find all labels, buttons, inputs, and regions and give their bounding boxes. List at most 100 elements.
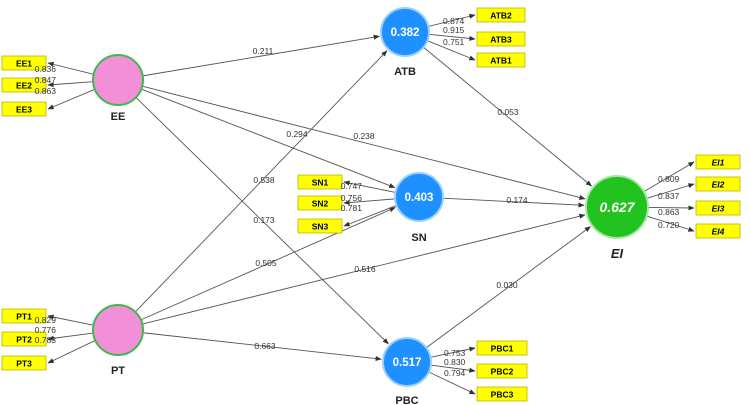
loading-arrow-ei1 bbox=[643, 161, 695, 193]
construct-r2-pbc: 0.517 bbox=[393, 357, 422, 369]
path-coef-ee-to-sn: 0.294 bbox=[286, 129, 308, 139]
loading-value-pt1: 0.829 bbox=[35, 315, 57, 325]
loading-value-pt3: 0.783 bbox=[35, 335, 57, 345]
loading-value-ee3: 0.863 bbox=[35, 86, 57, 96]
indicator-box-ei2[interactable] bbox=[695, 176, 741, 192]
indicator-box-pbc3[interactable] bbox=[476, 386, 528, 402]
indicator-box-pt3[interactable] bbox=[1, 355, 47, 371]
indicator-box-ee1[interactable] bbox=[1, 55, 47, 71]
loading-arrow-pbc2 bbox=[430, 364, 476, 373]
construct-pt[interactable] bbox=[92, 304, 144, 356]
indicator-box-ei4[interactable] bbox=[695, 223, 741, 239]
path-arrow-ee-to-ei bbox=[142, 85, 586, 200]
loading-value-pbc3: 0.794 bbox=[444, 368, 466, 378]
loading-value-pbc2: 0.830 bbox=[444, 357, 466, 367]
path-coef-atb-to-ei: 0.053 bbox=[497, 107, 519, 117]
path-arrow-atb-to-ei bbox=[423, 46, 593, 187]
indicator-box-sn3[interactable] bbox=[297, 218, 343, 234]
indicator-label-sn1: SN1 bbox=[312, 178, 329, 188]
construct-r2-atb: 0.382 bbox=[391, 27, 420, 39]
path-arrow-ee-to-pbc bbox=[135, 97, 389, 345]
loading-value-ei1: 0.809 bbox=[658, 174, 680, 184]
loading-arrow-ei4 bbox=[646, 215, 695, 232]
path-arrow-pbc-to-ei bbox=[426, 226, 591, 349]
loading-value-pt2: 0.776 bbox=[35, 325, 57, 335]
indicator-box-atb1[interactable] bbox=[476, 52, 526, 68]
indicator-box-pbc2[interactable] bbox=[476, 363, 528, 379]
loading-arrow-ee2 bbox=[47, 81, 94, 88]
indicator-label-atb3: ATB3 bbox=[490, 35, 512, 45]
path-arrow-pt-to-ei bbox=[142, 213, 586, 325]
indicator-label-atb1: ATB1 bbox=[490, 56, 512, 66]
indicator-label-ee2: EE2 bbox=[16, 81, 32, 91]
indicator-box-pt2[interactable] bbox=[1, 331, 47, 347]
loading-arrow-pt1 bbox=[47, 314, 94, 326]
indicator-label-sn3: SN3 bbox=[312, 222, 329, 232]
loading-value-ei2: 0.837 bbox=[658, 191, 680, 201]
path-coef-pbc-to-ei: 0.030 bbox=[496, 280, 518, 290]
construct-r2-ei: 0.627 bbox=[599, 199, 635, 215]
loading-arrow-ei3 bbox=[647, 205, 695, 211]
indicator-box-atb2[interactable] bbox=[476, 7, 526, 23]
indicator-label-pt2: PT2 bbox=[16, 335, 32, 345]
construct-label-ee: EE bbox=[111, 111, 126, 123]
loading-value-ee2: 0.847 bbox=[35, 75, 57, 85]
path-arrow-pt-to-sn bbox=[140, 207, 396, 321]
indicator-box-pbc1[interactable] bbox=[476, 340, 528, 356]
construct-label-pbc: PBC bbox=[395, 395, 418, 405]
construct-ee[interactable] bbox=[92, 54, 144, 106]
loading-value-pbc1: 0.753 bbox=[444, 348, 466, 358]
path-arrow-pt-to-atb bbox=[135, 50, 388, 313]
loading-arrow-pt3 bbox=[47, 340, 96, 364]
construct-label-sn: SN bbox=[411, 232, 426, 244]
construct-atb[interactable] bbox=[380, 7, 430, 57]
indicator-box-ei1[interactable] bbox=[695, 154, 741, 170]
loading-value-ei4: 0.720 bbox=[658, 220, 680, 230]
loading-arrow-ee1 bbox=[47, 61, 94, 75]
path-coef-ee-to-atb: 0.211 bbox=[253, 46, 274, 56]
loading-arrow-pt2 bbox=[47, 332, 94, 341]
path-coef-ee-to-pbc: 0.173 bbox=[253, 215, 275, 225]
indicator-label-ei1: EI1 bbox=[712, 158, 725, 168]
construct-sn[interactable] bbox=[394, 172, 444, 222]
construct-pbc[interactable] bbox=[382, 337, 432, 387]
loading-value-atb2: 0.874 bbox=[443, 16, 465, 26]
indicator-box-sn2[interactable] bbox=[297, 195, 343, 211]
indicator-label-pt1: PT1 bbox=[16, 312, 32, 322]
path-coef-pt-to-sn: 0.505 bbox=[255, 258, 277, 268]
path-coef-pt-to-pbc: 0.663 bbox=[254, 341, 276, 351]
path-arrow-sn-to-ei bbox=[442, 197, 585, 208]
loading-arrow-atb1 bbox=[427, 40, 476, 61]
loading-value-sn3: 0.781 bbox=[341, 203, 363, 213]
construct-label-ei: EI bbox=[611, 246, 624, 261]
loading-arrow-ei2 bbox=[646, 183, 695, 199]
path-coef-pt-to-ei: 0.516 bbox=[354, 264, 376, 274]
loading-arrow-sn1 bbox=[343, 180, 396, 193]
loading-value-ee1: 0.836 bbox=[35, 64, 57, 74]
path-coef-sn-to-ei: 0.174 bbox=[506, 195, 528, 205]
indicator-box-pt1[interactable] bbox=[1, 308, 47, 324]
loading-value-sn2: 0.756 bbox=[341, 193, 363, 203]
indicator-label-pbc2: PBC2 bbox=[491, 367, 514, 377]
path-arrow-pt-to-pbc bbox=[142, 332, 382, 362]
indicator-label-sn2: SN2 bbox=[312, 199, 329, 209]
indicator-box-ee3[interactable] bbox=[1, 101, 47, 117]
indicator-box-sn1[interactable] bbox=[297, 174, 343, 190]
indicator-label-pbc1: PBC1 bbox=[491, 344, 514, 354]
construct-label-atb: ATB bbox=[394, 66, 416, 78]
indicator-label-ei4: EI4 bbox=[712, 227, 725, 237]
construct-label-pt: PT bbox=[111, 365, 125, 377]
loading-arrow-sn3 bbox=[343, 205, 397, 227]
indicator-box-ei3[interactable] bbox=[695, 200, 741, 216]
indicator-label-ei2: EI2 bbox=[712, 180, 725, 190]
indicator-label-ee1: EE1 bbox=[16, 59, 32, 69]
indicator-box-ee2[interactable] bbox=[1, 77, 47, 93]
construct-ei[interactable] bbox=[585, 175, 649, 239]
indicator-label-pt3: PT3 bbox=[16, 359, 32, 369]
indicator-box-atb3[interactable] bbox=[476, 31, 526, 47]
indicator-label-ei3: EI3 bbox=[712, 204, 725, 214]
loading-arrow-pbc1 bbox=[430, 346, 476, 358]
loading-arrow-atb2 bbox=[428, 13, 476, 27]
indicator-label-pbc3: PBC3 bbox=[491, 390, 514, 400]
